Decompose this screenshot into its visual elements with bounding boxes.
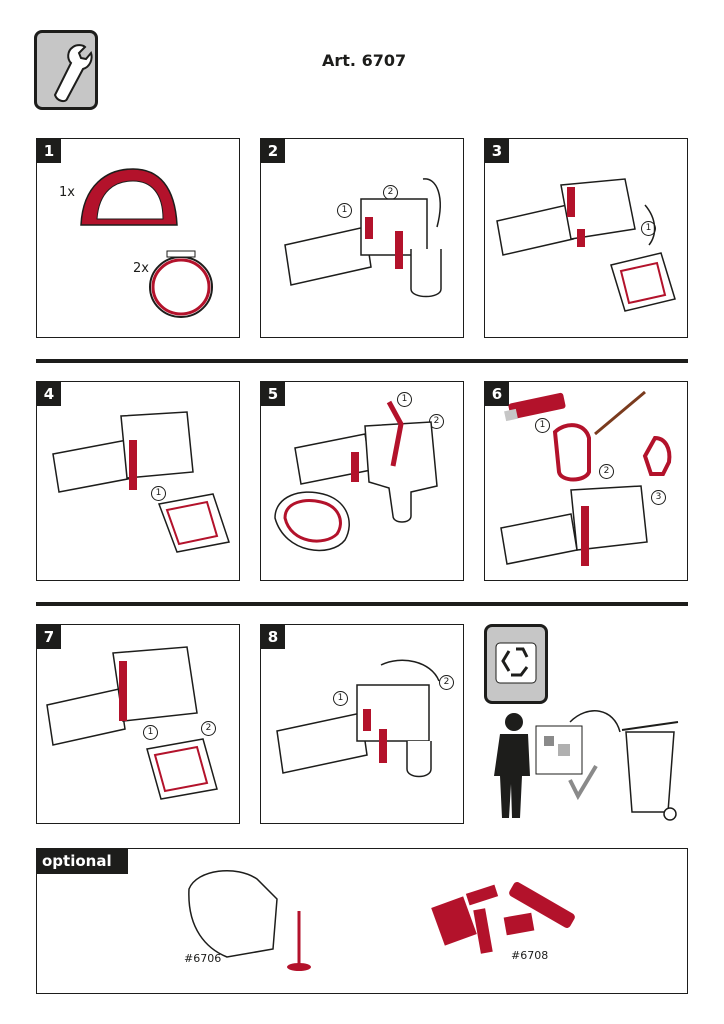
sub-step-marker: 1 (641, 221, 656, 236)
optional-parts-illustration (188, 869, 575, 971)
recycle-icon (495, 642, 537, 684)
step-number: 4 (37, 382, 61, 406)
housing-reassembly-illustration (46, 646, 218, 800)
step-number: 8 (261, 625, 285, 649)
disposal-illustration (494, 710, 679, 821)
grease-and-seal-install-illustration (500, 390, 672, 566)
article-number: #6706 (184, 952, 222, 965)
wrench-icon-box (34, 30, 98, 110)
section-divider (36, 359, 688, 363)
step-number: 5 (261, 382, 285, 406)
sub-step-marker: 2 (201, 721, 216, 736)
step-1-panel: 1 1x 2x (36, 138, 240, 338)
sub-step-marker: 3 (651, 490, 666, 505)
quantity-label: 2x (133, 261, 149, 276)
sub-step-marker: 1 (151, 486, 166, 501)
wrench-icon (53, 44, 93, 103)
article-number: #6708 (511, 949, 549, 962)
step-3-panel: 3 1 (484, 138, 688, 338)
page-title: Art. 6707 (322, 51, 407, 70)
step-8-panel: 8 1 2 (260, 624, 464, 824)
sub-step-marker: 2 (599, 464, 614, 479)
step-number: 3 (485, 139, 509, 163)
sub-step-marker: 1 (397, 392, 412, 407)
sub-step-marker: 1 (337, 203, 352, 218)
housing-closed-illustration (276, 659, 440, 778)
step-number: 1 (37, 139, 61, 163)
step-number: 6 (485, 382, 509, 406)
housing-opened-illustration (496, 178, 676, 312)
step-number: 7 (37, 625, 61, 649)
seal-removal-illustration (274, 400, 438, 552)
step-7-panel: 7 1 2 (36, 624, 240, 824)
step-6-panel: 6 1 2 3 (484, 381, 688, 581)
housing-illustration (284, 178, 442, 298)
optional-label: optional + (36, 848, 128, 896)
optional-panel (36, 848, 688, 994)
sub-step-marker: 1 (143, 725, 158, 740)
sub-step-marker: 1 (535, 418, 550, 433)
recycle-icon-box (484, 624, 548, 704)
step-number: 2 (261, 139, 285, 163)
step-4-panel: 4 1 (36, 381, 240, 581)
section-divider (36, 602, 688, 606)
sub-step-marker: 2 (439, 675, 454, 690)
sub-step-marker: 1 (333, 691, 348, 706)
seal-and-rings-illustration (80, 168, 213, 318)
step-2-panel: 2 1 2 (260, 138, 464, 338)
step-5-panel: 5 1 2 (260, 381, 464, 581)
quantity-label: 1x (59, 185, 75, 200)
housing-filter-removed-illustration (52, 411, 230, 553)
